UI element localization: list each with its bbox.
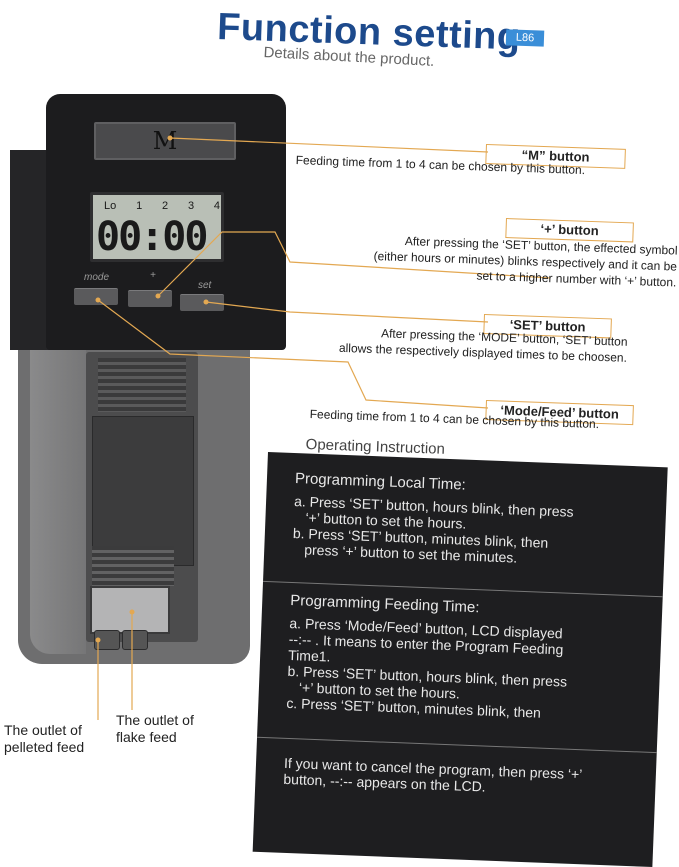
leader-dot-pelleted (95, 637, 101, 643)
set-button[interactable] (180, 294, 224, 311)
device-side-shade (10, 150, 50, 350)
pelleted-outlet-label-line: pelleted feed (4, 739, 85, 755)
leader-dot-m (167, 135, 173, 141)
pelleted-outlet-label: The outlet of pelleted feed (4, 722, 84, 756)
lcd-display (90, 192, 224, 262)
set-button-label: set (198, 280, 212, 291)
plus-button[interactable] (128, 290, 172, 307)
operating-panel: Programming Local Time: a. Press ‘SET’ b… (252, 452, 668, 867)
device-hopper-side (30, 348, 86, 654)
lcd-time: 00:00 (96, 214, 208, 260)
m-button[interactable]: M (94, 122, 236, 160)
leader-set (205, 301, 489, 323)
lcd-indicator-4: 4 (213, 200, 220, 212)
plus-button-label: + (150, 270, 156, 281)
pelleted-outlet-label-line: The outlet of (4, 722, 82, 738)
feed-slider-grip (98, 358, 186, 412)
leader-plus (157, 231, 551, 297)
feed-slider-lower-grip (92, 546, 174, 586)
lcd-indicator-lo: Lo (104, 200, 117, 212)
leader-dot-mode (95, 297, 101, 303)
pelleted-outlet (94, 630, 120, 650)
leader-dot-set (203, 299, 209, 305)
mode-feed-button[interactable] (74, 288, 118, 305)
leader-dot-flake (129, 609, 135, 615)
mode-button-label: mode (84, 272, 110, 283)
feed-slider-body (92, 416, 194, 566)
lcd-indicator-3: 3 (187, 200, 195, 212)
op-section-feeding-time: Programming Feeding Time: a. Press ‘Mode… (257, 591, 663, 754)
lcd-indicator-1: 1 (136, 200, 143, 212)
flake-outlet-label-line: flake feed (116, 729, 177, 745)
flake-outlet-label-line: The outlet of (116, 712, 194, 728)
leader-mode (97, 299, 489, 409)
flake-outlet-label: The outlet of flake feed (116, 712, 194, 746)
op-section-cancel: If you want to cancel the program, then … (254, 754, 656, 829)
op-section-local-time: Programming Local Time: a. Press ‘SET’ b… (263, 469, 668, 598)
lcd-indicator-2: 2 (162, 200, 169, 212)
leader-m (169, 137, 489, 153)
flake-outlet (122, 630, 148, 650)
leader-dot-plus (155, 293, 161, 299)
lcd-indicators: Lo 1 2 3 4 (104, 200, 220, 212)
